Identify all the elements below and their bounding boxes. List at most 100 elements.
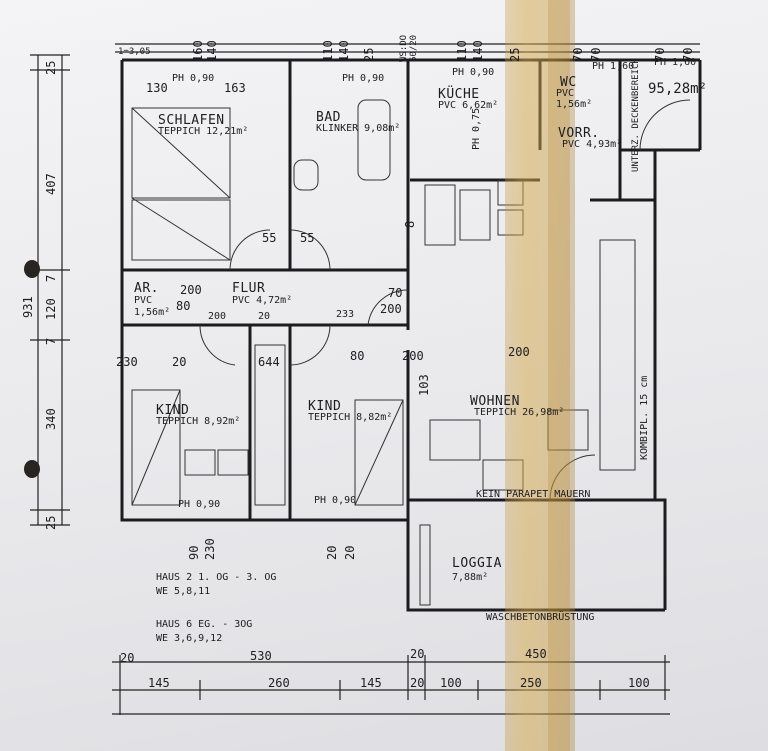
dim-kind1-110: 90 xyxy=(187,545,201,560)
ph-wc: PH 1,60 xyxy=(592,61,635,72)
dim-misc-200a: 80 xyxy=(176,299,191,313)
dim-top-6: 140 xyxy=(471,40,485,62)
room-ar-floor: PVC xyxy=(134,295,153,306)
dim-left-total: 931 xyxy=(21,296,35,318)
ph-corner: PH 1,60 xyxy=(654,57,697,68)
dim-misc-200b: 200 xyxy=(380,302,402,316)
dim-misc-60: 644 xyxy=(258,355,280,369)
room-kueche-name: KÜCHE xyxy=(438,87,480,102)
ph-kind1: PH 0,90 xyxy=(178,499,221,510)
dim-top-small: 1=3,05 xyxy=(118,47,151,57)
room-loggia-name: LOGGIA xyxy=(452,556,502,571)
punch-hole-top xyxy=(24,260,40,278)
dim-misc-230: 80 xyxy=(350,349,365,363)
room-schlafen-name: SCHLAFEN xyxy=(158,113,225,128)
room-kind2-floor: TEPPICH 8,82m² xyxy=(308,412,393,423)
dim-left-2: 7 xyxy=(44,274,58,282)
dim-bottom-r2-4: 100 xyxy=(440,676,462,690)
dim-bottom-r2-2: 145 xyxy=(360,676,382,690)
dim-misc-48: 200 xyxy=(208,311,227,322)
room-wohnen-floor: TEPPICH 26,98m² xyxy=(474,407,565,418)
ph-bad: PH 0,90 xyxy=(342,73,385,84)
room-ar-name: AR. xyxy=(134,281,159,296)
room-ar-area: 1,56m² xyxy=(134,307,171,318)
dim-left-1: 407 xyxy=(44,173,58,195)
room-vorr-floor: PVC 4,93m² xyxy=(562,139,623,150)
room-kueche-floor: PVC 6,62m² xyxy=(438,100,499,111)
dim-kind2-110: 20 xyxy=(325,545,339,560)
ph-kueche: PH 0,90 xyxy=(452,67,495,78)
adhesive-tape-shadow xyxy=(548,0,570,751)
dim-misc-233: 20 xyxy=(172,355,187,369)
room-wc-area: 1,56m² xyxy=(556,99,593,110)
dim-top-4: 25 xyxy=(362,47,376,62)
room-kind2-name: KIND xyxy=(308,399,342,414)
total-area: 95,28m² xyxy=(648,81,708,97)
dim-misc-450: 200 xyxy=(508,345,530,359)
haus6-line2: WE 3,6,9,12 xyxy=(156,633,223,644)
room-kind1-floor: TEPPICH 8,92m² xyxy=(156,416,241,427)
dim-left-4: 7 xyxy=(44,337,58,345)
dim-top-1: 140 xyxy=(205,40,219,62)
room-bad-floor: KLINKER 9,08m² xyxy=(316,123,401,134)
dim-bottom-r2-1: 260 xyxy=(268,676,290,690)
ph-kueche-075: PH 0,75 xyxy=(471,107,482,150)
dim-top-7: 25 xyxy=(508,47,522,62)
dim-bottom-r1-0: 530 xyxy=(250,649,272,663)
dim-top-2: 110 xyxy=(321,40,335,62)
dim-misc-1: 55 xyxy=(300,231,315,245)
dim-misc-20a: 230 xyxy=(116,355,138,369)
dim-bottom-r2-6: 100 xyxy=(628,676,650,690)
dim-left-3: 120 xyxy=(44,298,58,320)
dim-top-8: 70 xyxy=(571,47,585,62)
dim-schlafen-b: 163 xyxy=(224,81,246,95)
dim-misc-70: 200 xyxy=(180,283,202,297)
room-schlafen-floor: TEPPICH 12,21m² xyxy=(158,126,249,137)
room-wohnen-name: WOHNEN xyxy=(470,394,520,409)
room-flur-name: FLUR xyxy=(232,281,266,296)
dim-misc-644: 103 xyxy=(417,374,431,396)
dim-left-0: 25 xyxy=(44,60,58,75)
dim-schlafen-a: 130 xyxy=(146,81,168,95)
room-vorr-name: VORR. xyxy=(558,126,600,141)
room-loggia-area: 7,88m² xyxy=(452,572,489,583)
deckenbereich-note: UNTERZ. DECKENBEREICH xyxy=(631,58,641,172)
dim-bottom-r1-20: 20 xyxy=(120,651,135,665)
dim-top-5: 110 xyxy=(455,40,469,62)
room-wc-floor: PVC xyxy=(556,88,575,99)
room-bad-name: BAD xyxy=(316,110,341,125)
ws-do-label: WS:DO xyxy=(399,34,409,62)
punch-hole-bottom xyxy=(24,460,40,478)
dim-left-5: 340 xyxy=(44,408,58,430)
dim-bottom-r2-5: 250 xyxy=(520,676,542,690)
dim-misc-182: 233 xyxy=(336,309,355,320)
haus6-line1: HAUS 6 EG. - 3OG xyxy=(156,619,253,630)
kein-parapet-note: KEIN PARAPET MAUERN xyxy=(476,489,591,500)
dim-kind2-140: 20 xyxy=(343,545,357,560)
haus2-line1: HAUS 2 1. OG - 3. OG xyxy=(156,572,277,583)
dim-bottom-r1-2: 450 xyxy=(525,647,547,661)
dim-top-9: 70 xyxy=(589,47,603,62)
dim-bottom-r2-0: 145 xyxy=(148,676,170,690)
dim-misc-80: 70 xyxy=(388,286,403,300)
room-wc-name: WC xyxy=(560,75,577,90)
waschbeton-note: WASCHBETONBRÜSTUNG xyxy=(486,612,595,623)
dim-left-6: 25 xyxy=(44,515,58,530)
dim-top-3: 140 xyxy=(337,40,351,62)
adhesive-tape-strip xyxy=(505,0,575,751)
dim-bottom-r1-1: 20 xyxy=(410,647,425,661)
haus2-line2: WE 5,8,11 xyxy=(156,586,211,597)
kombipl-note: KOMBIPL. 15 cm xyxy=(639,375,650,460)
dim-misc-20b: 200 xyxy=(402,349,424,363)
dim-kind1-140: 230 xyxy=(203,538,217,560)
dim-misc-499: 8 xyxy=(403,220,417,228)
dim-misc-0: 55 xyxy=(262,231,277,245)
dim-misc-163: 20 xyxy=(258,311,271,322)
dim-top-0: 160 xyxy=(191,40,205,62)
room-flur-floor: PVC 4,72m² xyxy=(232,295,293,306)
ws-do-dim: 60/20 xyxy=(409,34,419,62)
room-kind1-name: KIND xyxy=(156,403,190,418)
